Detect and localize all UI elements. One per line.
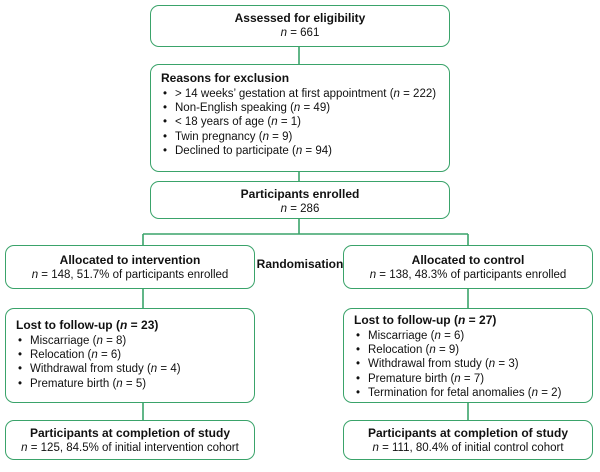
intervention-completion-box: Participants at completion of study n = …: [5, 420, 255, 460]
assessed-box: Assessed for eligibility n = 661: [150, 5, 450, 47]
intervention-completion-title: Participants at completion of study: [29, 426, 231, 440]
list-item: Termination for fetal anomalies (n = 2): [354, 386, 592, 400]
list-item: Relocation (n = 6): [16, 348, 254, 362]
control-completion-detail: n = 111, 80.4% of initial control cohort: [372, 442, 564, 454]
control-lost-box: Lost to follow-up (n = 27) Miscarriage (…: [343, 308, 593, 403]
control-title: Allocated to control: [411, 253, 525, 267]
assessed-title: Assessed for eligibility: [234, 11, 366, 25]
assessed-count: n = 661: [280, 27, 320, 39]
exclusion-title: Reasons for exclusion: [161, 71, 290, 85]
list-item: < 18 years of age (n = 1): [161, 115, 449, 129]
list-item: Declined to participate (n = 94): [161, 144, 449, 158]
control-detail: n = 138, 48.3% of participants enrolled: [369, 269, 567, 281]
list-item: Twin pregnancy (n = 9): [161, 130, 449, 144]
list-item: Non-English speaking (n = 49): [161, 101, 449, 115]
randomisation-label: Randomisation: [255, 257, 345, 272]
list-item: Premature birth (n = 7): [354, 372, 592, 386]
control-lost-title: Lost to follow-up (n = 27): [354, 313, 497, 327]
list-item: Miscarriage (n = 8): [16, 334, 254, 348]
list-item: Withdrawal from study (n = 3): [354, 357, 592, 371]
control-completion-title: Participants at completion of study: [367, 426, 569, 440]
intervention-completion-detail: n = 125, 84.5% of initial intervention c…: [21, 442, 239, 454]
exclusion-list: > 14 weeks’ gestation at first appointme…: [161, 87, 449, 158]
exclusion-box: Reasons for exclusion > 14 weeks’ gestat…: [150, 64, 450, 172]
intervention-box: Allocated to intervention n = 148, 51.7%…: [5, 245, 255, 289]
enrolled-count: n = 286: [280, 203, 320, 215]
control-box: Allocated to control n = 138, 48.3% of p…: [343, 245, 593, 289]
intervention-lost-title: Lost to follow-up (n = 23): [16, 318, 159, 332]
list-item: Miscarriage (n = 6): [354, 329, 592, 343]
intervention-detail: n = 148, 51.7% of participants enrolled: [31, 269, 229, 281]
list-item: Withdrawal from study (n = 4): [16, 362, 254, 376]
control-lost-list: Miscarriage (n = 6)Relocation (n = 9)Wit…: [354, 329, 592, 400]
list-item: > 14 weeks’ gestation at first appointme…: [161, 87, 449, 101]
intervention-lost-box: Lost to follow-up (n = 23) Miscarriage (…: [5, 308, 255, 403]
intervention-title: Allocated to intervention: [59, 253, 201, 267]
list-item: Premature birth (n = 5): [16, 377, 254, 391]
enrolled-box: Participants enrolled n = 286: [150, 181, 450, 219]
enrolled-title: Participants enrolled: [240, 187, 360, 201]
control-completion-box: Participants at completion of study n = …: [343, 420, 593, 460]
intervention-lost-list: Miscarriage (n = 8)Relocation (n = 6)Wit…: [16, 334, 254, 391]
list-item: Relocation (n = 9): [354, 343, 592, 357]
